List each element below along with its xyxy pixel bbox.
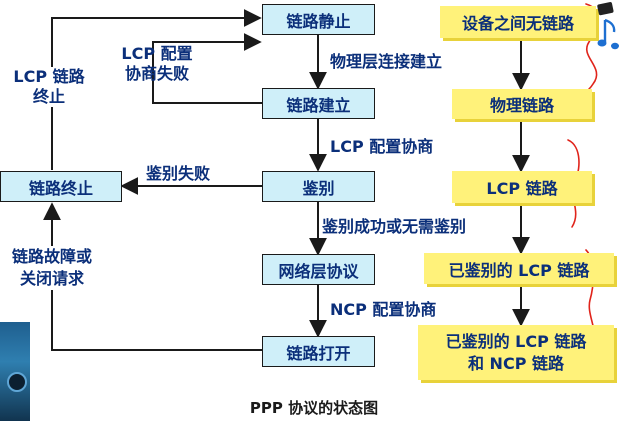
right-auth-lcp-ncp-line2: 和 NCP 链路 xyxy=(467,353,564,373)
label-auth-success: 鉴别成功或无需鉴别 xyxy=(322,217,467,236)
music-note-icon[interactable] xyxy=(597,16,621,52)
label-auth-fail: 鉴别失败 xyxy=(146,164,211,183)
right-auth-lcp-label: 已鉴别的 LCP 链路 xyxy=(448,260,590,280)
thumbnail-knob xyxy=(7,372,27,392)
label-failure: 链路故障或 关闭请求 xyxy=(0,246,104,290)
state-dead: 链路静止 xyxy=(262,4,375,35)
state-establish: 链路建立 xyxy=(262,88,375,119)
right-auth-lcp-ncp: 已鉴别的 LCP 链路 和 NCP 链路 xyxy=(418,325,614,380)
state-network-label: 网络层协议 xyxy=(278,261,359,281)
label-lcp-terminate-line2: 终止 xyxy=(32,87,65,106)
right-no-link-label: 设备之间无链路 xyxy=(461,14,574,33)
label-lcp-terminate-line1: LCP 链路 xyxy=(13,67,85,86)
state-terminate: 链路终止 xyxy=(0,171,122,202)
arrow-lcp-fail-loop xyxy=(152,33,262,104)
label-lcp-fail: LCP 配置 协商失败 xyxy=(112,44,202,84)
right-no-link: 设备之间无链路 xyxy=(440,6,596,38)
right-physical-label: 物理链路 xyxy=(489,96,554,115)
right-lcp: LCP 链路 xyxy=(452,171,592,203)
state-establish-label: 链路建立 xyxy=(286,95,351,115)
state-open-label: 链路打开 xyxy=(286,343,351,363)
state-network: 网络层协议 xyxy=(262,254,375,285)
label-ncp-negotiate: NCP 配置协商 xyxy=(330,300,437,319)
diagram-caption: PPP 协议的状态图 xyxy=(249,399,379,417)
state-authenticate: 鉴别 xyxy=(262,171,375,202)
state-open: 链路打开 xyxy=(262,336,375,367)
label-lcp-negotiate: LCP 配置协商 xyxy=(330,137,434,156)
arrow-terminate-to-dead xyxy=(51,9,262,170)
video-thumbnail xyxy=(0,322,30,421)
right-lcp-label: LCP 链路 xyxy=(486,179,558,198)
label-failure-line1: 链路故障或 xyxy=(11,247,92,266)
state-dead-label: 链路静止 xyxy=(286,11,351,31)
label-lcp-terminate: LCP 链路 终止 xyxy=(2,67,96,107)
state-terminate-label: 链路终止 xyxy=(28,178,93,198)
right-auth-lcp-ncp-line1: 已鉴别的 LCP 链路 xyxy=(445,331,587,351)
label-physical-up: 物理层连接建立 xyxy=(330,52,443,71)
annotation-pen-icon[interactable] xyxy=(595,1,617,17)
right-physical: 物理链路 xyxy=(452,89,592,119)
label-lcp-fail-line1: LCP 配置 xyxy=(121,44,193,63)
state-authenticate-label: 鉴别 xyxy=(302,178,335,198)
right-auth-lcp: 已鉴别的 LCP 链路 xyxy=(424,253,614,284)
label-lcp-fail-line2: 协商失败 xyxy=(124,64,189,83)
label-failure-line2: 关闭请求 xyxy=(19,269,84,288)
